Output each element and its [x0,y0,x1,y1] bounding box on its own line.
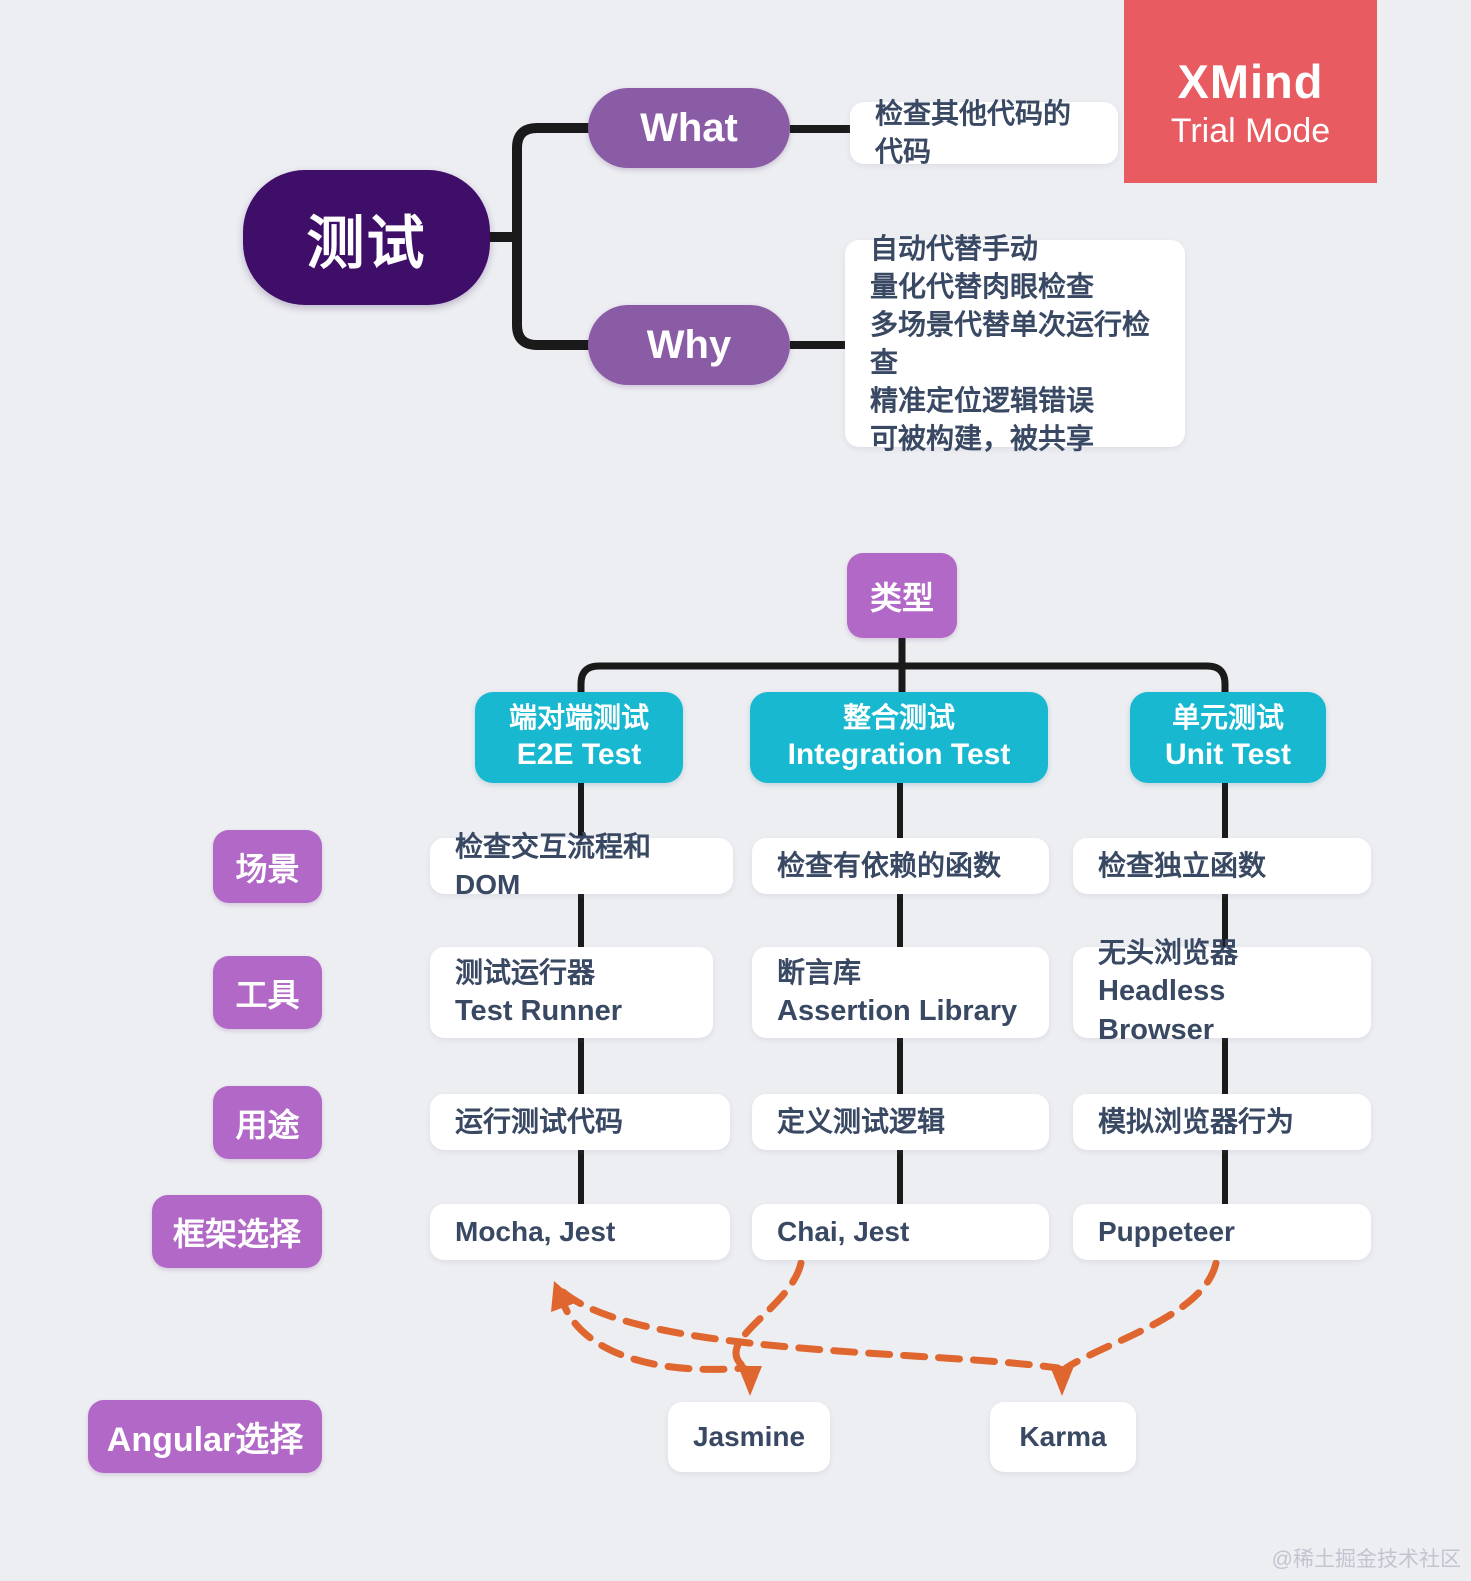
root-topic-node[interactable]: 测试 [243,170,490,305]
why-label: Why [646,322,732,367]
cell-text-zh: 断言库 [777,957,862,989]
e2e-en-label: E2E Test [516,738,642,772]
row-label-framework[interactable]: 框架选择 [152,1195,322,1268]
row-label-usage[interactable]: 用途 [213,1086,322,1159]
cell-framework-unit[interactable]: Puppeteer [1073,1204,1371,1260]
why-note-line: 量化代替肉眼检查 [870,270,1095,302]
xmind-brand-label: XMind [1177,55,1324,109]
integration-zh-label: 整合测试 [842,702,955,734]
cell-text: Mocha, Jest [455,1216,616,1248]
row-label-tool-text: 工具 [235,976,300,1013]
arrowhead-jasmine [738,1366,762,1396]
jasmine-label: Jasmine [692,1421,806,1453]
cell-scene-unit[interactable]: 检查独立函数 [1073,838,1371,894]
type-node[interactable]: 类型 [847,553,957,638]
integration-test-node[interactable]: 整合测试 Integration Test [750,692,1048,783]
row-label-usage-text: 用途 [235,1106,300,1143]
cell-text: 定义测试逻辑 [777,1106,946,1138]
cell-text: 检查独立函数 [1098,850,1267,882]
unit-en-label: Unit Test [1164,738,1292,772]
cell-text-zh: 测试运行器 [455,957,596,989]
row-label-angular-text: Angular选择 [106,1421,304,1459]
row-label-scene-text: 场景 [235,850,300,887]
type-label: 类型 [869,579,934,616]
cell-tool-unit[interactable]: 无头浏览器 Headless Browser [1073,937,1371,1046]
cell-framework-e2e[interactable]: Mocha, Jest [430,1204,730,1260]
cell-text-zh: 无头浏览器 [1098,937,1239,969]
cell-tool-integration[interactable]: 断言库 Assertion Library [752,947,1049,1038]
why-note-line: 多场景代替单次运行检查 [870,308,1151,378]
relation-mocha-karma [559,1288,1062,1372]
jasmine-node[interactable]: Jasmine [668,1402,830,1472]
cell-text: 运行测试代码 [455,1106,624,1138]
cell-scene-e2e[interactable]: 检查交互流程和DOM [430,831,733,900]
cell-text: Chai, Jest [777,1216,910,1248]
xmind-trial-badge[interactable]: XMind Trial Mode [1124,0,1377,183]
arrowhead-mocha [551,1281,578,1312]
trial-mode-label: Trial Mode [1170,112,1331,151]
connector-type-tree [577,662,1229,692]
unit-zh-label: 单元测试 [1171,702,1284,734]
why-node[interactable]: Why [588,305,790,385]
what-node[interactable]: What [588,88,790,168]
arrowhead-karma [1050,1366,1074,1396]
row-label-scene[interactable]: 场景 [213,830,322,903]
e2e-zh-label: 端对端测试 [508,702,649,734]
cell-text: 检查有依赖的函数 [777,850,1002,882]
cell-text: 检查交互流程和DOM [455,831,652,900]
cell-usage-integration[interactable]: 定义测试逻辑 [752,1094,1049,1150]
cell-text-en: Assertion Library [777,994,1018,1027]
cell-text: Puppeteer [1098,1216,1235,1248]
what-note-box[interactable]: 检查其他代码的代码 [850,98,1118,167]
row-label-tool[interactable]: 工具 [213,956,322,1029]
cell-framework-integration[interactable]: Chai, Jest [752,1204,1049,1260]
what-note-text: 检查其他代码的代码 [875,98,1072,167]
why-note-line: 可被构建，被共享 [870,422,1095,454]
cell-usage-unit[interactable]: 模拟浏览器行为 [1073,1094,1371,1150]
connector-what-why [512,123,593,350]
row-label-framework-text: 框架选择 [172,1215,301,1252]
cell-text-en: Headless Browser [1098,975,1226,1047]
what-label: What [640,105,738,150]
relation-mocha-jasmine [556,1288,748,1373]
karma-node[interactable]: Karma [990,1402,1136,1472]
why-note-line: 自动代替手动 [870,232,1039,264]
unit-test-node[interactable]: 单元测试 Unit Test [1130,692,1326,783]
cell-usage-e2e[interactable]: 运行测试代码 [430,1094,730,1150]
cell-tool-e2e[interactable]: 测试运行器 Test Runner [430,947,713,1038]
cell-text-en: Test Runner [455,994,623,1027]
integration-en-label: Integration Test [787,738,1011,772]
relation-chai-jasmine [732,1259,805,1376]
e2e-test-node[interactable]: 端对端测试 E2E Test [475,692,683,783]
row-label-angular[interactable]: Angular选择 [88,1400,322,1473]
root-topic-label: 测试 [306,210,427,276]
watermark-text: @稀土掘金技术社区 [1271,1548,1461,1571]
relation-puppeteer-karma [1062,1259,1220,1372]
cell-text: 模拟浏览器行为 [1098,1106,1295,1138]
juejin-watermark: @稀土掘金技术社区 [1272,1543,1461,1573]
why-note-line: 精准定位逻辑错误 [870,384,1095,416]
cell-scene-integration[interactable]: 检查有依赖的函数 [752,838,1049,894]
why-notes-box[interactable]: 自动代替手动 量化代替肉眼检查 多场景代替单次运行检查 精准定位逻辑错误 可被构… [845,233,1185,454]
karma-label: Karma [1019,1421,1107,1453]
